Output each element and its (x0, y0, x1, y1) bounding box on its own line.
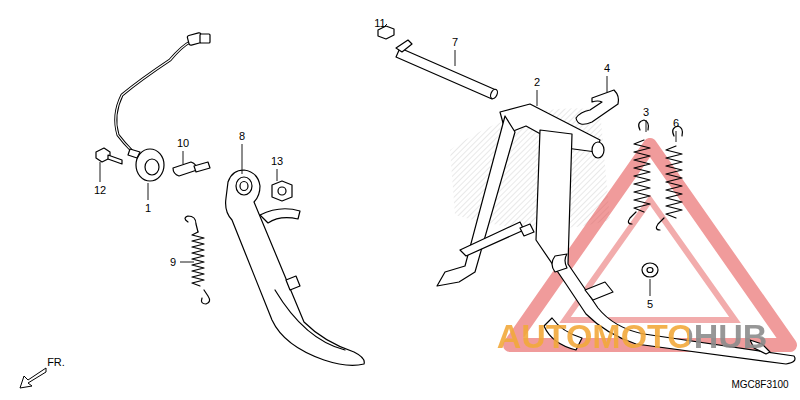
callout-number: 11 (374, 18, 385, 29)
callout-number: 6 (673, 118, 679, 129)
callout-number: 8 (239, 131, 245, 142)
diagram-code: MGC8F3100 (731, 380, 788, 390)
direction-label: FR. (47, 357, 65, 368)
callout-number: 3 (643, 107, 649, 118)
callout-number: 13 (271, 156, 283, 167)
callout-number: 1 (145, 203, 151, 214)
callout-number: 9 (170, 257, 176, 268)
callout-number: 12 (94, 185, 106, 196)
callout-number: 2 (534, 77, 540, 88)
callout-number: 10 (177, 138, 189, 149)
callout-number: 4 (604, 63, 610, 74)
callout-number: 7 (452, 37, 458, 48)
callout-number: 5 (647, 299, 653, 310)
watermark: AUTOMOTOHUB (497, 319, 768, 353)
